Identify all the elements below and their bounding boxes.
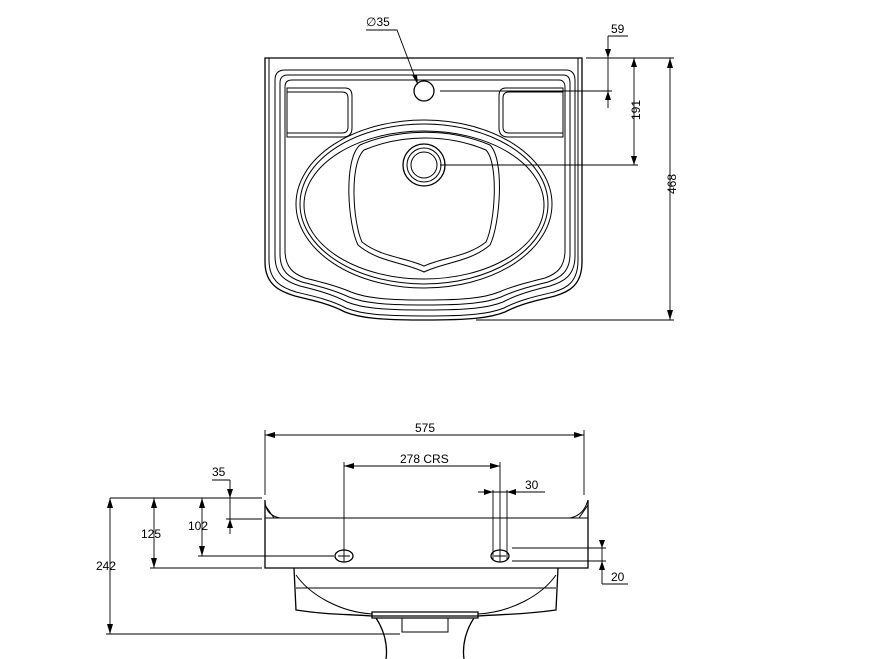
- width-dim-arrow-2: [574, 432, 584, 438]
- soap-recess-right-inner: [502, 91, 564, 134]
- body-height-label: 125: [141, 527, 161, 541]
- side-offset-arrow-1: [599, 540, 605, 548]
- depth-dim-label: 468: [665, 174, 679, 194]
- front-view-dimensions: 575 278 CRS 30 35 102 125: [96, 421, 628, 635]
- tap-height-arrow-1: [199, 498, 205, 508]
- bowl-outer-edge: [295, 119, 553, 289]
- pedestal-right: [462, 617, 475, 659]
- hole-dia-label: ∅35: [366, 15, 390, 29]
- overall-height-arrow-2: [107, 624, 113, 634]
- side-offset-label: 20: [611, 570, 625, 584]
- spacing-dim-arrow-1: [484, 489, 493, 495]
- waste-body: [401, 618, 449, 633]
- overall-height-label: 242: [96, 559, 116, 573]
- offset-dim-arrow-2: [605, 91, 611, 100]
- bowl-basin-floor-inner: [353, 137, 495, 267]
- spacing-dim-arrow-2: [507, 489, 516, 495]
- pedestal-left: [375, 617, 388, 659]
- depth-dim-arrow-2: [667, 310, 673, 320]
- rim-dim-arrow-1: [227, 489, 233, 498]
- centres-dim-label: 278 CRS: [400, 452, 449, 466]
- spacing-dim-label: 30: [525, 478, 539, 492]
- tap-hole: [413, 80, 435, 102]
- soap-recess-left: [286, 87, 353, 138]
- body-height-arrow-1: [151, 498, 157, 508]
- width-dim-arrow-1: [265, 432, 275, 438]
- bowl-slope-edge: [303, 130, 545, 280]
- basin-front-view: [264, 499, 589, 659]
- centres-dim-arrow-2: [490, 463, 500, 469]
- front-rim-top: [264, 499, 589, 519]
- rim-dim-label: 35: [212, 465, 226, 479]
- waste-dim-arrow-2: [631, 156, 637, 165]
- tap-height-label: 102: [188, 519, 208, 533]
- front-bowl-curve: [295, 574, 557, 615]
- basin-outer-outline: [264, 57, 583, 321]
- waste-outlet-ring: [406, 147, 442, 183]
- tap-height-arrow-2: [199, 546, 205, 556]
- front-rim-chamfer-right: [578, 504, 589, 519]
- waste-outlet-outer: [402, 143, 446, 187]
- basin-rim-line-3: [284, 79, 566, 301]
- offset-dim-arrow-1: [605, 49, 611, 58]
- soap-recess-right: [498, 87, 564, 138]
- front-rim-chamfer-left: [264, 504, 275, 519]
- front-bowl: [293, 567, 559, 617]
- hole-dia-arrow: [412, 75, 418, 85]
- bowl-rim-edge: [299, 123, 549, 285]
- basin-outline-2: [268, 58, 579, 317]
- offset-dim-label: 59: [611, 22, 625, 36]
- width-dim-label: 575: [415, 421, 435, 435]
- rim-dim-arrow-2: [227, 519, 233, 528]
- centres-dim-arrow-1: [344, 463, 354, 469]
- waste-dim-label: 191: [629, 100, 643, 120]
- waste-dim-arrow-1: [631, 58, 637, 67]
- hole-dia-leader: [366, 29, 417, 81]
- depth-dim-arrow-1: [667, 58, 673, 68]
- basin-plan-view: [264, 57, 583, 321]
- body-height-arrow-2: [151, 558, 157, 568]
- overall-height-arrow-1: [107, 498, 113, 508]
- waste-outlet-inner: [410, 151, 438, 179]
- front-rim-outline: [264, 500, 589, 569]
- top-view-dimensions: ∅35 59 191 468: [366, 15, 679, 321]
- basin-rim-line-1: [274, 69, 576, 311]
- basin-rim-line-2: [279, 74, 571, 306]
- side-offset-arrow-2: [599, 561, 605, 570]
- soap-recess-left-inner: [286, 91, 349, 134]
- waste-fitting: [371, 611, 479, 619]
- bowl-basin-floor: [348, 131, 500, 273]
